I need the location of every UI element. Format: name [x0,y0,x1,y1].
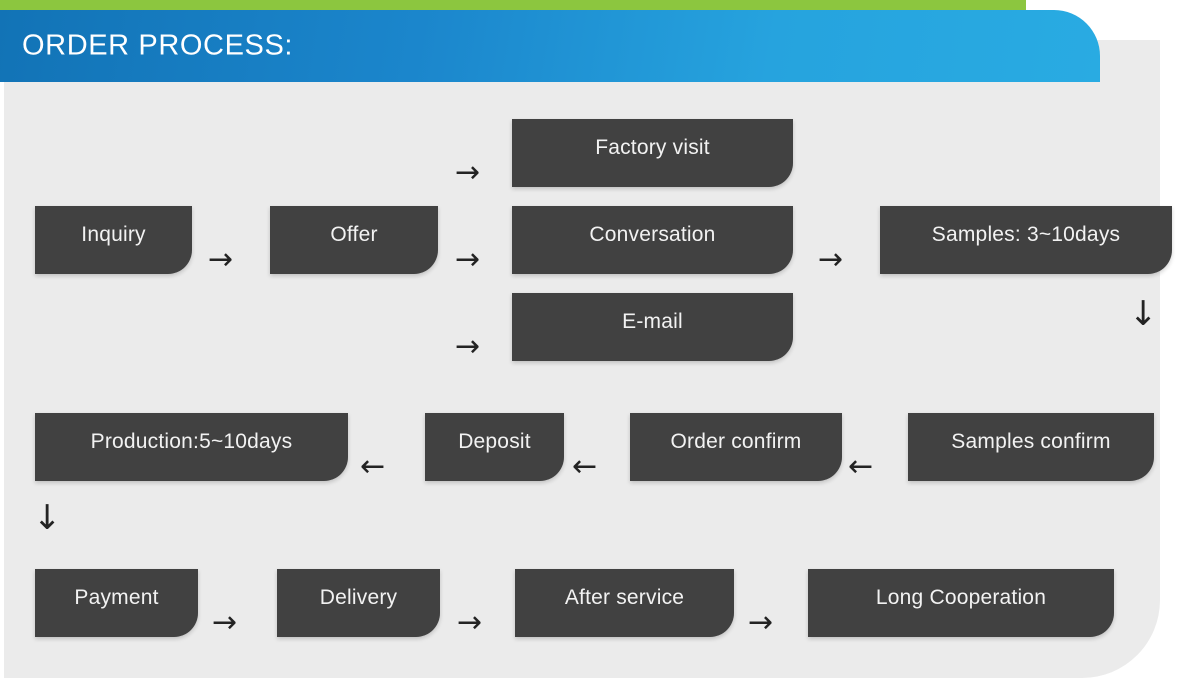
arrow-down-icon: ↓ [1129,294,1158,334]
process-box-label: Samples confirm [951,430,1111,453]
page-title: ORDER PROCESS: [22,29,294,62]
arrow-right-icon: → [457,605,483,640]
arrow-right-icon: → [455,242,481,277]
process-box-conversation[interactable]: Conversation [512,206,793,274]
process-box-production-leadtime[interactable]: Production:5~10days [35,413,348,481]
process-box-inquiry[interactable]: Inquiry [35,206,192,274]
process-box-order-confirm[interactable]: Order confirm [630,413,842,481]
arrow-right-icon: → [455,329,481,364]
process-box-label: Payment [74,586,159,609]
process-box-email[interactable]: E-mail [512,293,793,361]
process-box-label: Factory visit [595,136,710,159]
process-box-offer[interactable]: Offer [270,206,438,274]
arrow-right-icon: → [455,155,481,190]
process-box-payment[interactable]: Payment [35,569,198,637]
process-box-label: Delivery [319,586,398,609]
process-box-label: E-mail [622,310,683,333]
process-box-label: Production:5~10days [90,430,293,453]
process-box-after-service[interactable]: After service [515,569,734,637]
arrow-left-icon: ← [848,449,874,484]
process-box-long-cooperation[interactable]: Long Cooperation [808,569,1114,637]
process-box-label: Deposit [458,430,531,453]
process-box-label: Samples: 3~10days [931,223,1121,246]
process-box-label: Order confirm [670,430,802,453]
green-accent-bar [0,0,1026,11]
process-box-label: Long Cooperation [875,586,1047,609]
arrow-right-icon: → [748,605,774,640]
arrow-right-icon: → [208,242,234,277]
arrow-left-icon: ← [360,449,386,484]
header-band: ORDER PROCESS: [0,10,1100,82]
process-box-label: Conversation [589,223,716,246]
process-box-factory-visit[interactable]: Factory visit [512,119,793,187]
process-box-samples-confirm[interactable]: Samples confirm [908,413,1154,481]
process-box-label: Inquiry [81,223,146,246]
process-box-deposit[interactable]: Deposit [425,413,564,481]
arrow-left-icon: ← [572,449,598,484]
process-box-samples-leadtime[interactable]: Samples: 3~10days [880,206,1172,274]
arrow-right-icon: → [818,242,844,277]
arrow-down-icon: ↓ [33,498,62,538]
process-box-delivery[interactable]: Delivery [277,569,440,637]
arrow-right-icon: → [212,605,238,640]
process-box-label: Offer [330,223,378,246]
process-box-label: After service [564,586,685,609]
